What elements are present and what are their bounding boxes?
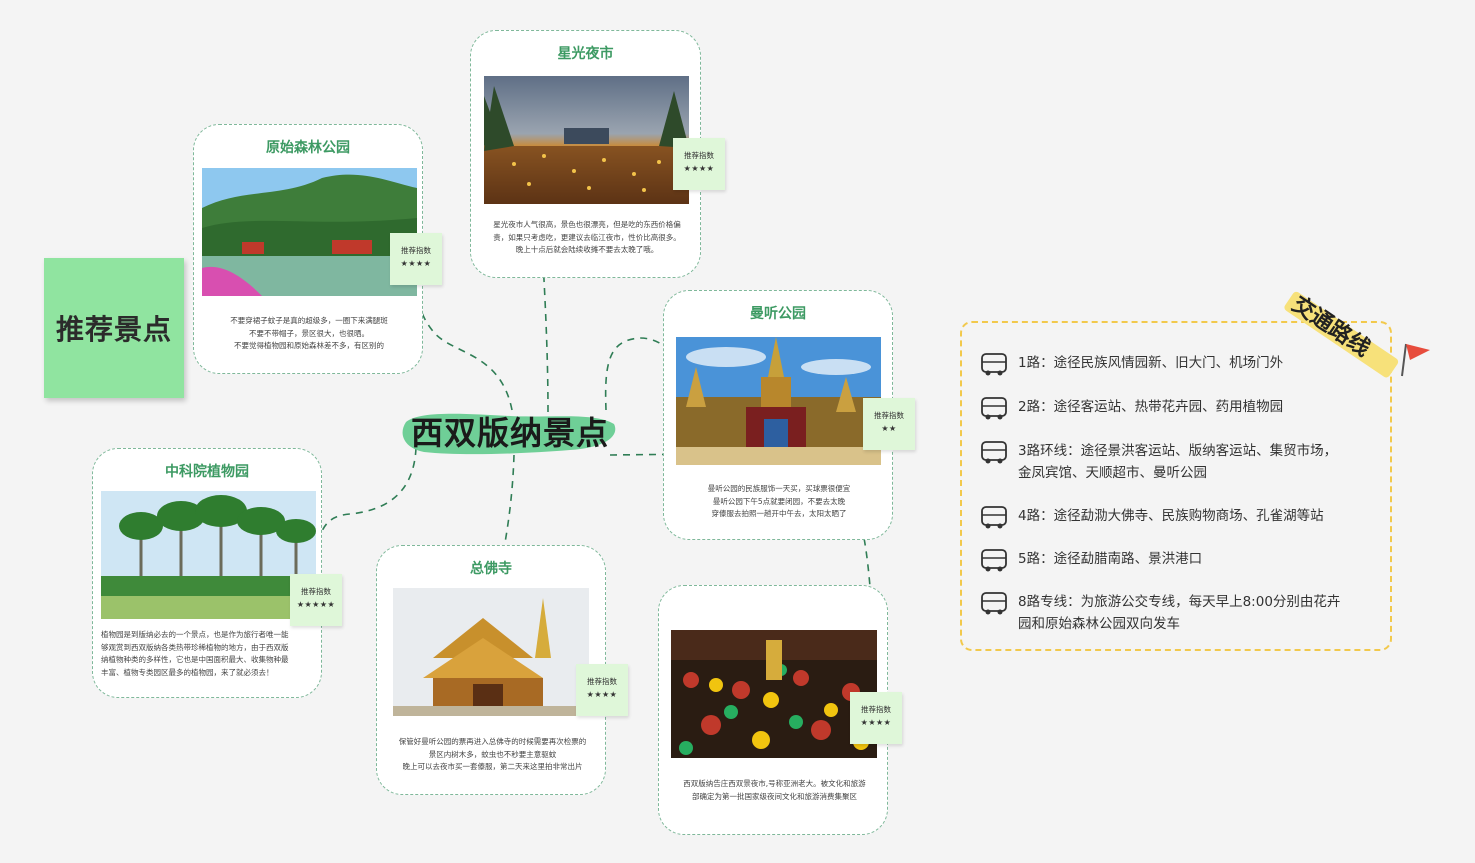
card-botanical-garden[interactable]: 中科院植物园 植物园是到版纳必去的一个景点，也是作为旅行者唯一能够观赏到西双版纳…	[92, 448, 322, 698]
botanical-garden-photo	[101, 491, 316, 619]
connector-manting-park	[604, 337, 673, 411]
central-topic-label: 西双版纳景点	[410, 414, 609, 452]
card-forest-park[interactable]: 原始森林公园 不要穿裙子蚊子是真的超级多，一圈下来满腿斑不要不带帽子，景区很大，…	[193, 124, 423, 374]
rating-badge-manting-park: 推荐指数★★	[863, 398, 915, 450]
card-description: 保管好曼听公园的票再进入总佛寺的时候需要再次检票的景区内树木多，蚊虫也不秒要主意…	[398, 737, 587, 771]
zongfo-temple-photo	[393, 588, 589, 716]
rating-badge-botanical-garden: 推荐指数★★★★★	[290, 574, 342, 626]
bus-icon	[981, 592, 1007, 615]
night-market-photo	[484, 76, 689, 204]
connector-night-market	[539, 204, 549, 413]
card-title: 总佛寺	[470, 561, 512, 577]
rating-stars: ★★★★★	[296, 600, 336, 609]
bus-icon	[981, 441, 1007, 464]
sticky-note: 推荐景点	[44, 258, 184, 398]
card-gaozhuang-market[interactable]: 西双版纳告庄西双景夜市,号称亚洲老大。被文化和旅游部确定为第一批国家级夜间文化和…	[658, 585, 888, 835]
bus-icon	[981, 549, 1007, 572]
card-night-market[interactable]: 星光夜市 星光夜市人气很高，景色也很漂亮，但是吃的东西价格偏贵，如果只考虑吃，更…	[470, 30, 701, 278]
card-description: 曼听公园的民族服饰一天买，买球票很便宜曼听公园下午5点就要闭园，不要去太晚穿傣服…	[707, 484, 851, 518]
transport-panel	[960, 321, 1392, 651]
card-manting-park[interactable]: 曼听公园 曼听公园的民族服饰一天买，买球票很便宜曼听公园下午5点就要闭园，不要去…	[663, 290, 893, 540]
rating-stars: ★★	[881, 424, 897, 433]
gaozhuang-market-photo	[671, 630, 877, 758]
card-description: 星光夜市人气很高，景色也很漂亮，但是吃的东西价格偏贵，如果只考虑吃，更建议去临江…	[493, 220, 681, 254]
flag-icon	[1401, 343, 1430, 377]
card-zongfo-temple[interactable]: 总佛寺 保管好曼听公园的票再进入总佛寺的时候需要再次检票的景区内树木多，蚊虫也不…	[376, 545, 606, 795]
card-description: 不要穿裙子蚊子是真的超级多，一圈下来满腿斑不要不带帽子，景区很大，也很晒。不要觉…	[230, 316, 388, 350]
rating-badge-gaozhuang-market: 推荐指数★★★★	[850, 692, 902, 744]
rating-stars: ★★★★	[400, 259, 432, 268]
manting-park-photo	[676, 337, 881, 465]
connector-forest-park	[416, 289, 513, 411]
forest-park-photo	[202, 168, 417, 296]
bus-icon	[981, 506, 1007, 529]
rating-badge-night-market: 推荐指数★★★★	[673, 138, 725, 190]
card-title: 中科院植物园	[165, 464, 249, 480]
card-description: 植物园是到版纳必去的一个景点，也是作为旅行者唯一能够观赏到西双版纳各类热带珍稀植…	[101, 630, 289, 677]
rating-badge-zongfo-temple: 推荐指数★★★★	[576, 664, 628, 716]
rating-stars: ★★★★	[860, 718, 892, 727]
card-title: 原始森林公园	[266, 140, 350, 156]
card-title: 曼听公园	[750, 306, 806, 322]
card-description: 西双版纳告庄西双景夜市,号称亚洲老大。被文化和旅游部确定为第一批国家级夜间文化和…	[683, 779, 866, 801]
rating-badge-forest-park: 推荐指数★★★★	[390, 233, 442, 285]
bus-icon	[981, 353, 1007, 376]
card-title: 星光夜市	[557, 46, 614, 62]
bus-icon	[981, 397, 1007, 420]
brush-highlight	[402, 413, 616, 455]
rating-stars: ★★★★	[586, 690, 618, 699]
central-topic[interactable]: 西双版纳景点	[400, 402, 620, 460]
rating-stars: ★★★★	[683, 164, 715, 173]
